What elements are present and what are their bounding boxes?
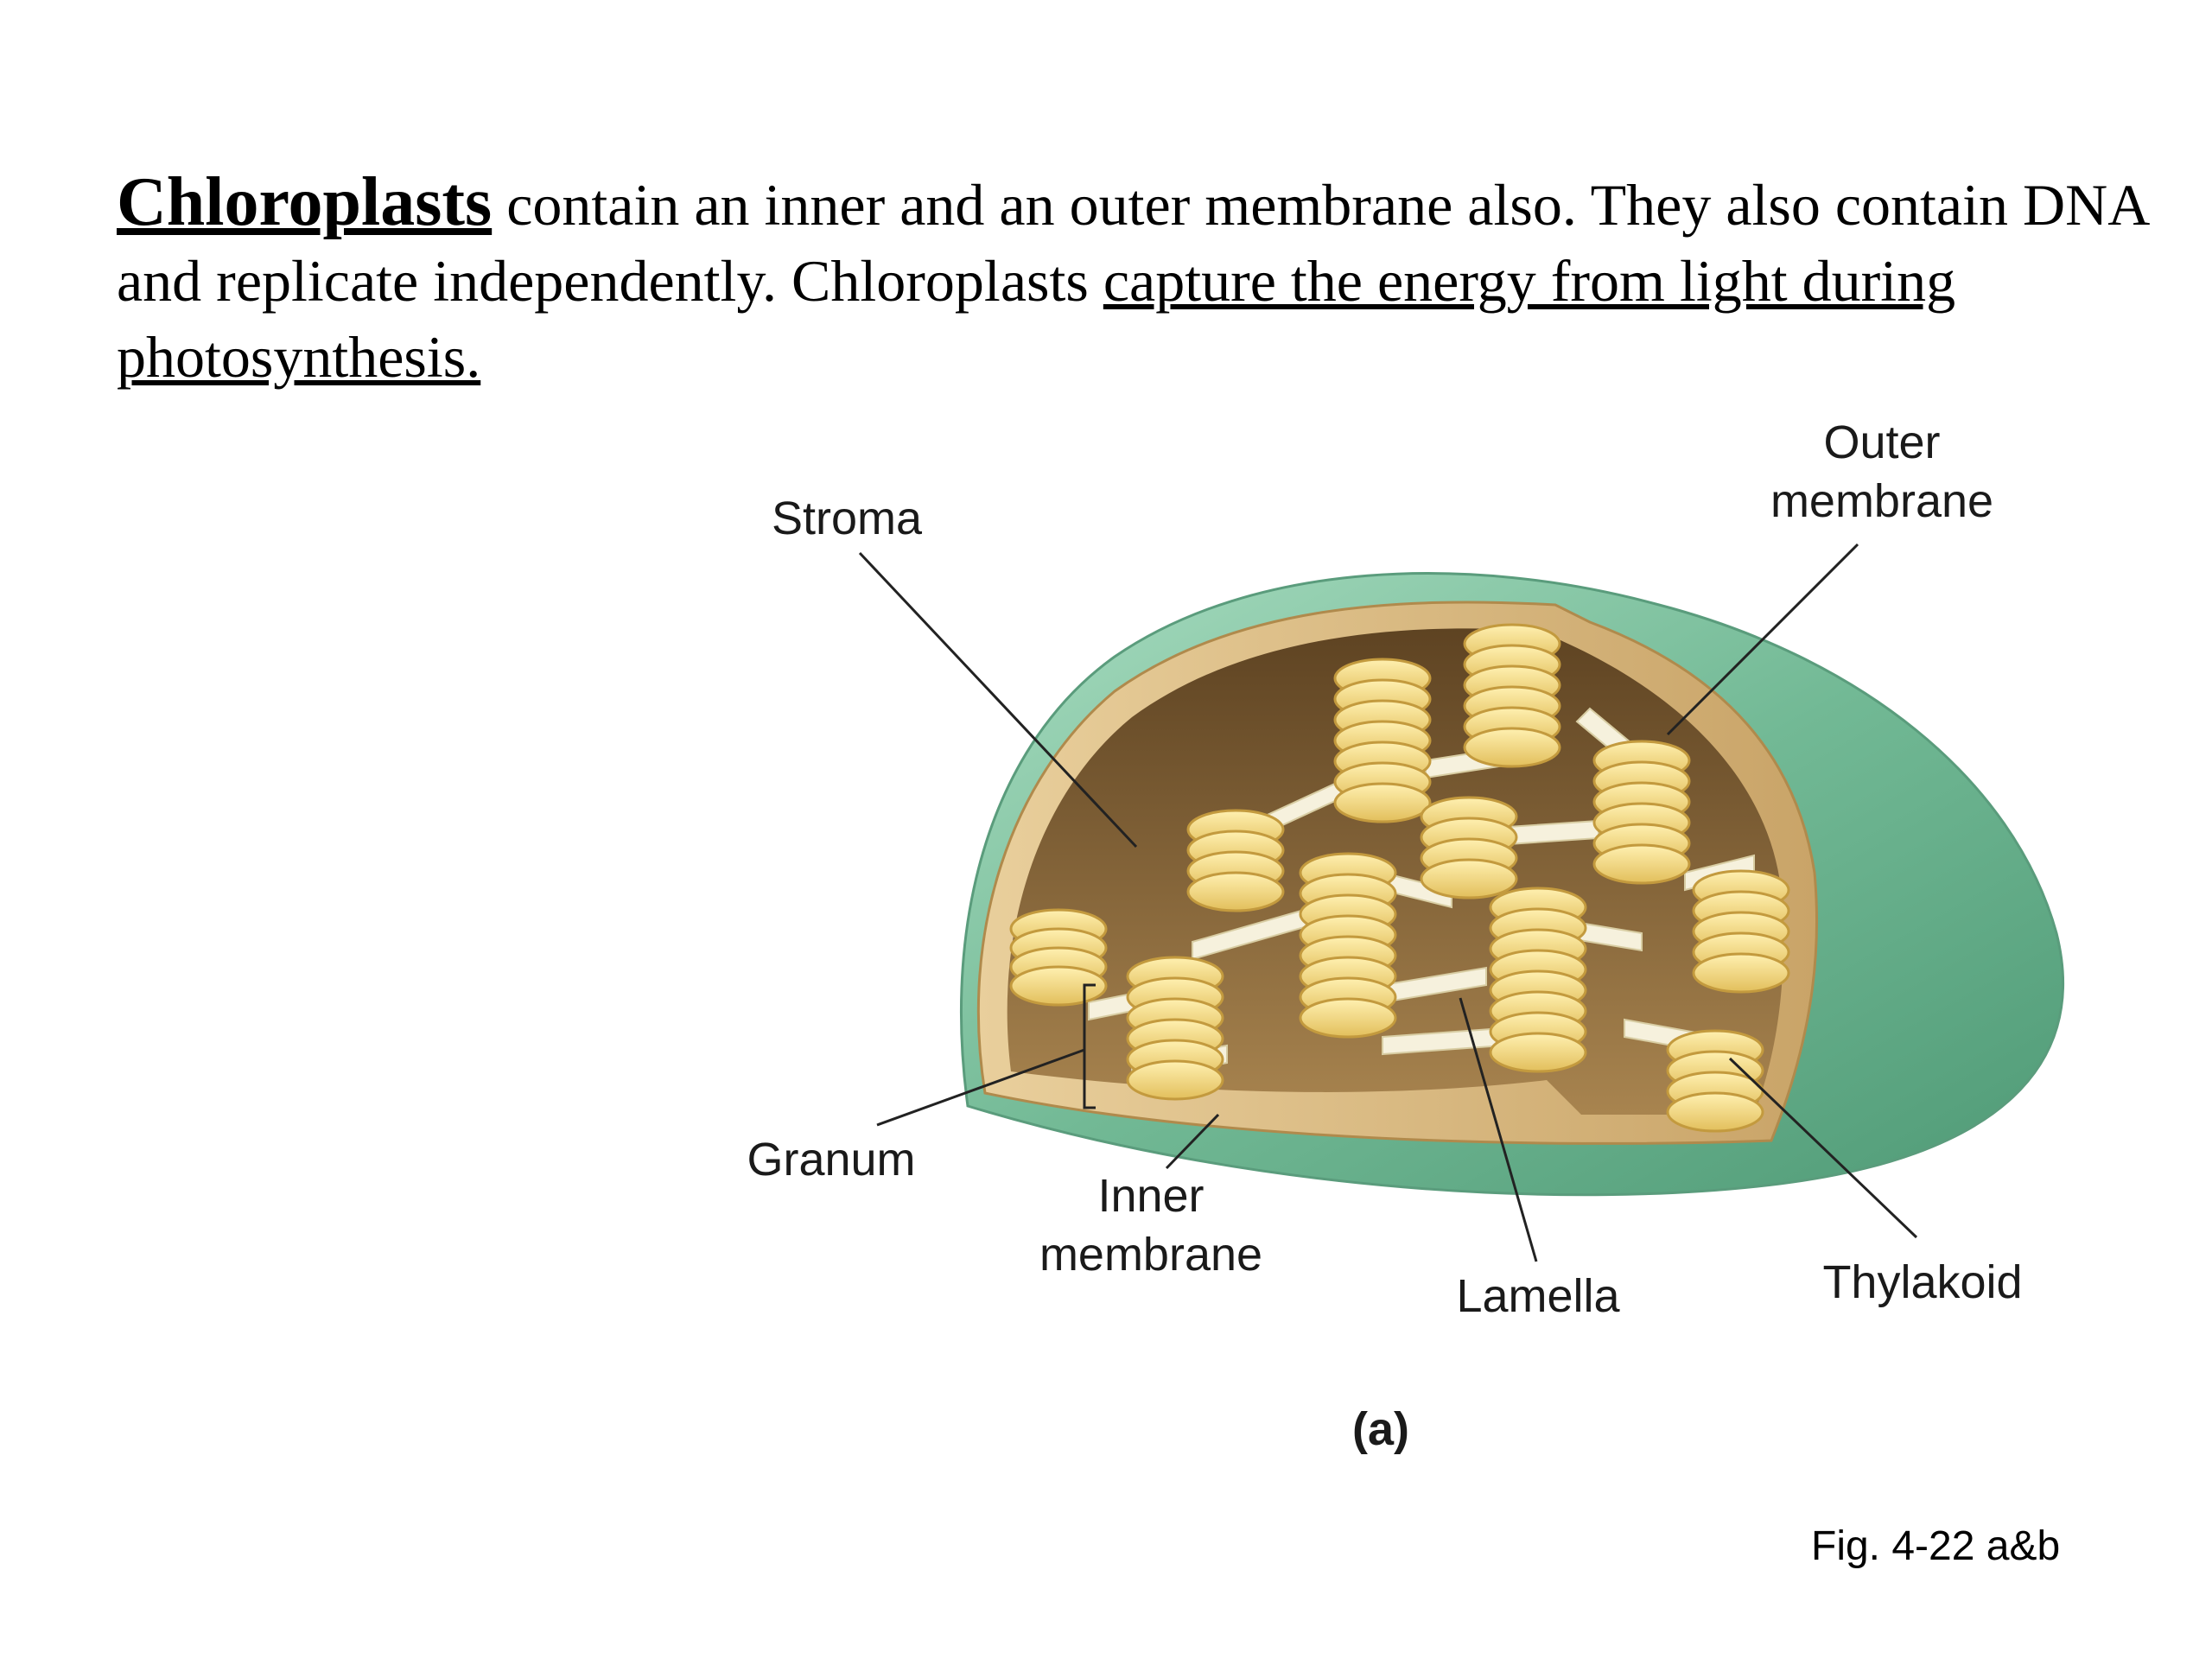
- granum-stack-1: [1009, 908, 1108, 1007]
- granum-stack-6: [1463, 623, 1561, 768]
- label-outer-membrane-line1: Outer: [1823, 416, 1940, 468]
- granum-stack-3: [1186, 809, 1285, 912]
- panel-label: (a): [1352, 1403, 1409, 1455]
- granum-stack-11: [1666, 1029, 1764, 1133]
- label-lamella: Lamella: [1456, 1270, 1620, 1322]
- granum-bracket: [1083, 983, 1096, 1109]
- term-chloroplasts: Chloroplasts: [117, 164, 493, 240]
- intro-paragraph: Chloroplasts contain an inner and an out…: [117, 164, 2156, 395]
- granum-stack-5: [1333, 658, 1432, 823]
- granum-stack-4: [1299, 852, 1397, 1039]
- granum-stack-10: [1692, 869, 1790, 994]
- granum-stack-2: [1126, 956, 1224, 1101]
- intro-text: contain an inner and an outer membrane a…: [117, 172, 2147, 314]
- label-inner-membrane-line2: membrane: [1039, 1229, 1262, 1281]
- label-thylakoid: Thylakoid: [1822, 1256, 2022, 1308]
- figure-caption: Fig. 4-22 a&b: [1811, 1523, 2061, 1569]
- label-outer-membrane-line2: membrane: [1770, 475, 1993, 527]
- granum-stack-8: [1489, 887, 1587, 1073]
- label-inner-membrane-line1: Inner: [1097, 1170, 1204, 1222]
- leader-lines: [858, 543, 1918, 1262]
- granum-stack-9: [1592, 740, 1691, 885]
- granum-stack-7: [1420, 796, 1518, 899]
- label-granum: Granum: [747, 1134, 915, 1185]
- label-stroma: Stroma: [772, 493, 923, 544]
- intro-underlined-text: capture the energy from light during pho…: [117, 248, 1956, 390]
